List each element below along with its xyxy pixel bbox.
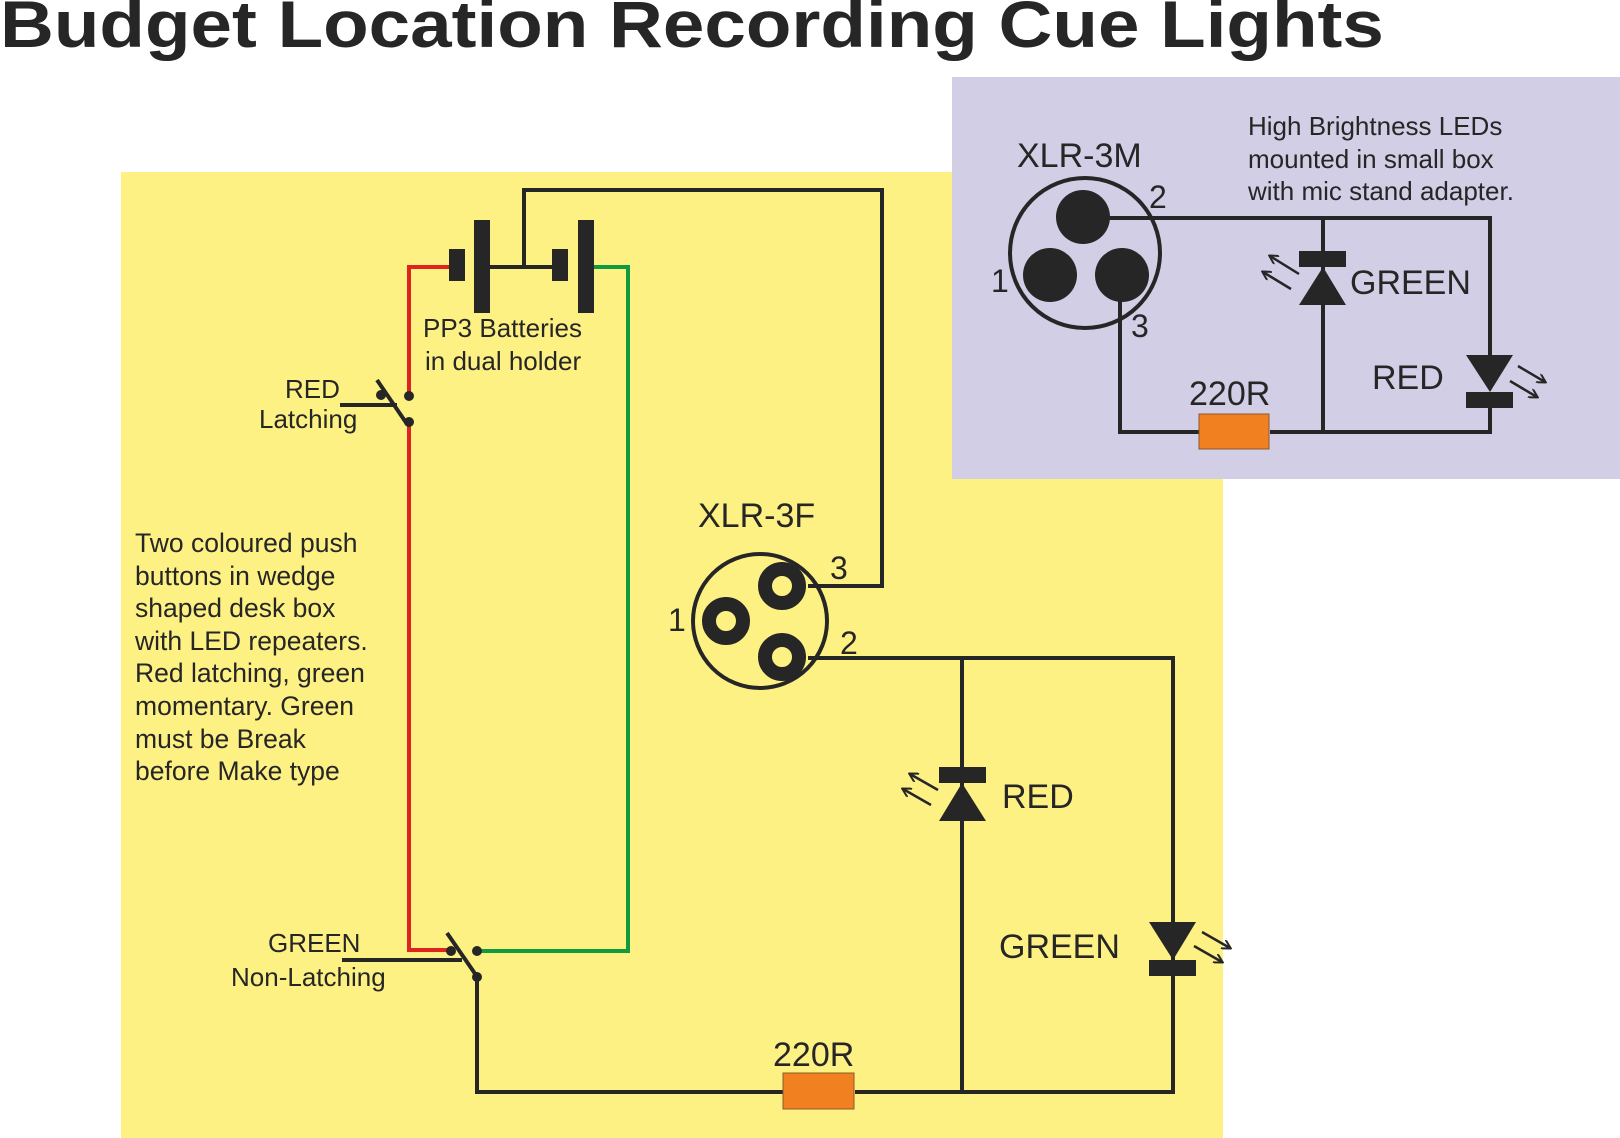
xlr-3m-pin-2-label: 2: [1149, 179, 1167, 215]
green-non-latching-switch-icon: [342, 931, 482, 982]
desk-box-note: Two coloured push buttons in wedge shape…: [135, 528, 368, 787]
battery-label-line2: in dual holder: [425, 346, 582, 376]
red-latching-switch-icon: [340, 378, 414, 427]
xlr-3f-label: XLR-3F: [698, 497, 816, 535]
wire-red-lower: [407, 422, 452, 952]
wire-green: [477, 265, 630, 953]
battery-label-line1: PP3 Batteries: [423, 313, 582, 343]
light-resistor-label: 220R: [1189, 375, 1271, 413]
xlr-3f-pin-3-label: 3: [830, 550, 848, 586]
wire-light-bottom: [1270, 405, 1492, 434]
light-resistor-icon: [1198, 413, 1270, 450]
xlr-3m-connector-icon: [1008, 176, 1162, 330]
light-red-led-label: RED: [1372, 359, 1444, 397]
red-switch-label-line1: RED: [285, 374, 340, 404]
wire-red: [407, 265, 449, 395]
light-green-led-label: GREEN: [1350, 264, 1471, 302]
desk-green-led-label: GREEN: [999, 928, 1120, 966]
light-box-note: High Brightness LEDs mounted in small bo…: [1248, 111, 1514, 206]
xlr-3m-pin-3-label: 3: [1131, 308, 1149, 344]
xlr-3f-pin-1-label: 1: [668, 602, 686, 638]
light-red-led-icon: [1466, 355, 1545, 408]
xlr-3m-label: XLR-3M: [1017, 137, 1142, 175]
wire-xlr3m-pin2: [1083, 216, 1492, 355]
xlr-3f-pin-2-label: 2: [840, 625, 858, 661]
desk-red-led-icon: [903, 767, 986, 821]
light-green-led-icon: [1263, 251, 1346, 305]
desk-green-led-icon: [1149, 922, 1230, 976]
green-switch-label-line1: GREEN: [268, 928, 361, 958]
wire-switch-to-resistor: [475, 977, 783, 1094]
xlr-3f-connector-icon: [691, 552, 829, 690]
red-switch-label-line2: Latching: [259, 404, 358, 434]
wire-xlr3m-pin3: [1118, 296, 1199, 434]
wire-battery-to-xlr3f-pin3: [522, 188, 884, 588]
green-switch-label-line2: Non-Latching: [231, 962, 386, 992]
desk-resistor-icon: [782, 1072, 855, 1110]
desk-red-led-label: RED: [1002, 778, 1074, 816]
diagram-title: Budget Location Recording Cue Lights: [0, 0, 1384, 61]
desk-resistor-label: 220R: [773, 1036, 855, 1074]
wire-xlr3f-pin2: [808, 656, 1175, 1094]
xlr-3m-pin-1-label: 1: [991, 263, 1009, 299]
battery-icon: [449, 220, 594, 313]
